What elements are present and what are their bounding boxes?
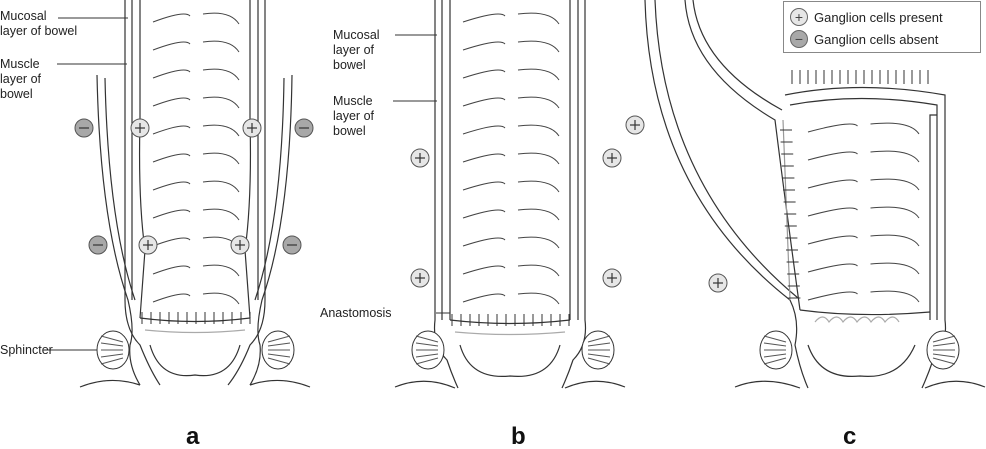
panel-letter-a: a bbox=[186, 423, 200, 449]
haustral-fold bbox=[807, 291, 858, 301]
haustral-fold bbox=[462, 293, 506, 303]
haustral-fold bbox=[202, 124, 240, 137]
sphincter-muscle bbox=[261, 330, 295, 370]
sphincter-muscle bbox=[581, 330, 615, 370]
legend-label-absent: Ganglion cells absent bbox=[814, 31, 939, 47]
sphincter-muscle bbox=[926, 330, 960, 370]
legend-item-present: + Ganglion cells present bbox=[790, 8, 943, 26]
haustral-fold bbox=[462, 13, 506, 23]
ganglion-present-marker bbox=[602, 148, 622, 168]
ganglion-present-marker bbox=[138, 235, 158, 255]
label-muscle-layer-a: Muscle layer of bowel bbox=[0, 57, 41, 101]
haustral-fold bbox=[807, 151, 858, 161]
haustral-fold bbox=[807, 123, 858, 133]
ganglion-present-marker bbox=[230, 235, 250, 255]
haustral-fold bbox=[870, 122, 920, 135]
haustral-fold bbox=[870, 178, 920, 191]
haustral-fold bbox=[517, 12, 560, 25]
haustral-fold bbox=[517, 180, 560, 193]
haustral-fold bbox=[202, 96, 240, 109]
sphincter-muscle bbox=[96, 330, 130, 370]
haustral-fold bbox=[807, 235, 858, 245]
label-mucosal-layer-a: Mucosal layer of bowel bbox=[0, 9, 78, 38]
haustral-fold bbox=[152, 153, 191, 163]
haustral-fold bbox=[462, 237, 506, 247]
ganglion-present-marker bbox=[625, 115, 645, 135]
panel-letter-c: c bbox=[843, 423, 857, 449]
panel-c-bowel bbox=[644, 0, 986, 389]
haustral-fold bbox=[152, 41, 191, 51]
haustral-fold bbox=[870, 290, 920, 303]
haustral-fold bbox=[462, 153, 506, 163]
haustral-fold bbox=[462, 41, 506, 51]
haustral-fold bbox=[517, 208, 560, 221]
haustral-fold bbox=[152, 13, 191, 23]
label-sphincter: Sphincter bbox=[0, 343, 53, 357]
haustral-fold bbox=[152, 125, 191, 135]
ganglion-present-marker bbox=[708, 273, 728, 293]
haustral-fold bbox=[152, 293, 191, 303]
haustral-fold bbox=[202, 40, 240, 53]
ganglion-present-marker bbox=[410, 148, 430, 168]
haustral-fold bbox=[462, 97, 506, 107]
haustral-fold bbox=[517, 152, 560, 165]
haustral-fold bbox=[202, 292, 240, 305]
haustral-fold bbox=[517, 124, 560, 137]
legend-label-present: Ganglion cells present bbox=[814, 9, 943, 25]
ganglion-present-marker bbox=[602, 268, 622, 288]
label-anastomosis: Anastomosis bbox=[320, 306, 392, 320]
haustral-fold bbox=[517, 68, 560, 81]
haustral-fold bbox=[517, 40, 560, 53]
ganglion-present-marker bbox=[130, 118, 150, 138]
ganglion-present-marker bbox=[410, 268, 430, 288]
haustral-fold bbox=[517, 292, 560, 305]
haustral-fold bbox=[462, 125, 506, 135]
haustral-fold bbox=[870, 262, 920, 275]
panel-letter-b: b bbox=[511, 423, 526, 449]
haustral-fold bbox=[462, 265, 506, 275]
haustral-fold bbox=[517, 236, 560, 249]
haustral-fold bbox=[870, 234, 920, 247]
haustral-fold bbox=[202, 180, 240, 193]
haustral-fold bbox=[807, 263, 858, 273]
haustral-fold bbox=[202, 12, 240, 25]
ganglion-absent-marker bbox=[88, 235, 108, 255]
ganglion-present-marker bbox=[242, 118, 262, 138]
legend: + Ganglion cells present − Ganglion cell… bbox=[783, 1, 981, 53]
panel-a-bowel bbox=[79, 0, 311, 388]
ganglion-absent-marker bbox=[294, 118, 314, 138]
haustral-fold bbox=[517, 96, 560, 109]
haustral-fold bbox=[202, 208, 240, 221]
haustral-fold bbox=[202, 264, 240, 277]
ganglion-absent-marker bbox=[74, 118, 94, 138]
legend-item-absent: − Ganglion cells absent bbox=[790, 30, 938, 48]
haustral-fold bbox=[517, 264, 560, 277]
haustral-fold bbox=[152, 181, 191, 191]
haustral-fold bbox=[462, 209, 506, 219]
haustral-fold bbox=[152, 209, 191, 219]
minus-circle-icon: − bbox=[790, 30, 808, 48]
haustral-fold bbox=[152, 237, 191, 247]
label-muscle-layer-b: Muscle layer of bowel bbox=[333, 94, 374, 138]
haustral-fold bbox=[807, 207, 858, 217]
ganglion-absent-marker bbox=[282, 235, 302, 255]
haustral-fold bbox=[870, 206, 920, 219]
haustral-fold bbox=[152, 69, 191, 79]
haustral-fold bbox=[202, 68, 240, 81]
haustral-fold bbox=[462, 69, 506, 79]
plus-circle-icon: + bbox=[790, 8, 808, 26]
haustral-fold bbox=[807, 179, 858, 189]
sphincter-muscle bbox=[759, 330, 793, 370]
haustral-fold bbox=[152, 265, 191, 275]
haustral-fold bbox=[870, 150, 920, 163]
label-mucosal-layer-b: Mucosal layer of bowel bbox=[333, 28, 380, 72]
haustral-fold bbox=[202, 152, 240, 165]
haustral-fold bbox=[462, 181, 506, 191]
haustral-fold bbox=[152, 97, 191, 107]
sphincter-muscle bbox=[411, 330, 445, 370]
panel-b-bowel bbox=[394, 0, 626, 389]
